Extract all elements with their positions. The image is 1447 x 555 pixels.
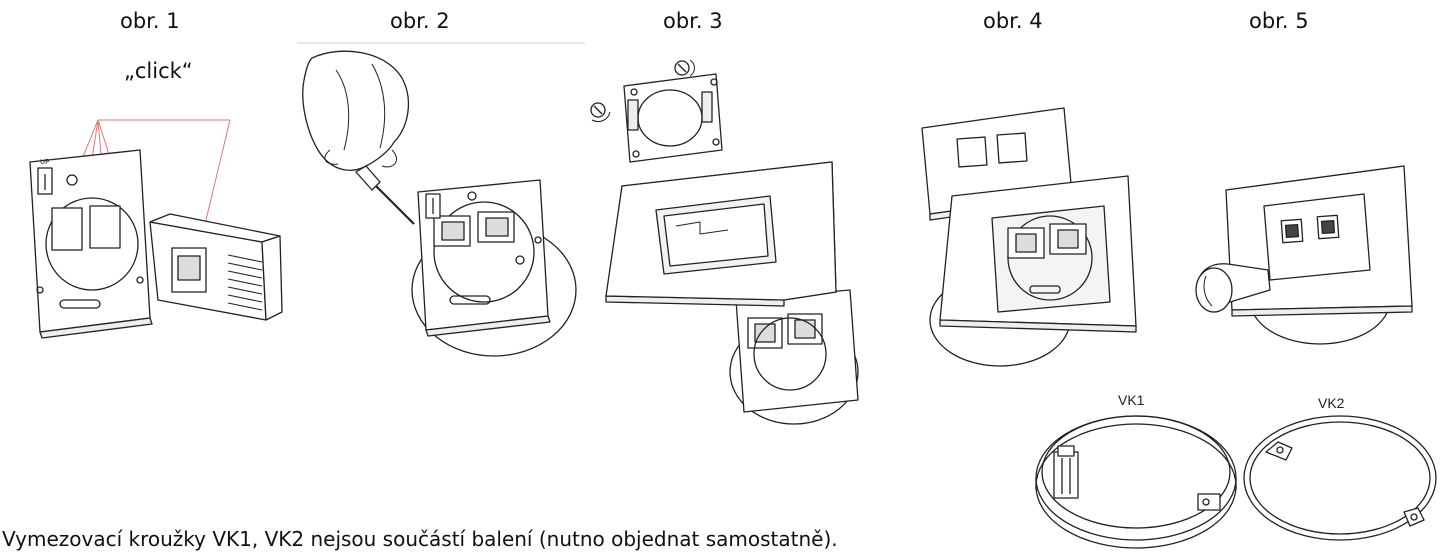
figure-2-label: obr. 2: [390, 9, 450, 33]
ring-vk1-label: VK1: [1118, 392, 1145, 408]
assembly-note: Vymezovací kroužky VK1, VK2 nejsou součá…: [2, 527, 838, 551]
figure-3-drawing: [591, 60, 858, 424]
up-mark: UP: [40, 158, 49, 166]
figure-4-label: obr. 4: [983, 9, 1043, 33]
ring-vk1-drawing: [1036, 416, 1236, 548]
ring-vk2-label: VK2: [1318, 395, 1345, 411]
figure-5-label: obr. 5: [1249, 9, 1309, 33]
figure-1-label: obr. 1: [120, 9, 180, 33]
figure-2-drawing: [297, 43, 585, 356]
figure-4-drawing: [922, 108, 1136, 366]
screw-icon: [591, 60, 695, 122]
figure-5-drawing: [1196, 166, 1412, 344]
figure-3-label: obr. 3: [663, 9, 723, 33]
figure-1-drawing: UP: [30, 120, 282, 338]
figure-1-click-caption: „click“: [124, 59, 193, 83]
ring-vk2-drawing: [1244, 416, 1436, 540]
